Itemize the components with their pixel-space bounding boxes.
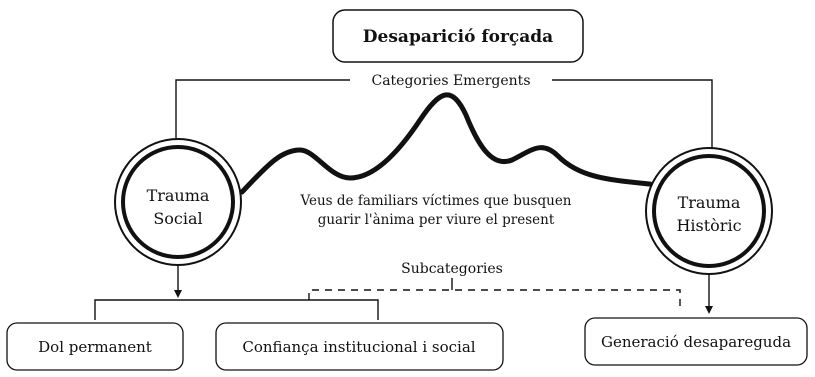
category-trauma-historic-line2: Històric [676, 216, 741, 235]
category-trauma-social-inner-ring [121, 145, 235, 259]
title-box [332, 9, 584, 63]
arrow-right-down [705, 274, 713, 314]
category-trauma-social-line2: Social [153, 209, 202, 228]
subcategory-dol-box [6, 322, 184, 371]
subcategory-generacio-text: Generació desapareguda [601, 333, 791, 351]
subcategories-label: Subcategories [401, 261, 503, 277]
subcategory-dol-text: Dol permanent [38, 338, 152, 356]
category-trauma-historic: Trauma Històric [645, 147, 773, 275]
title-text: Desaparició forçada [363, 27, 553, 47]
categories-bracket [175, 79, 713, 148]
wave-line [239, 92, 653, 195]
categories-label: Categories Emergents [372, 73, 531, 89]
category-trauma-social-line1: Trauma [147, 186, 210, 205]
center-text-line2: guarir l'ànima per viure el present [318, 212, 555, 228]
left-subcategory-bracket [94, 299, 379, 320]
subcategory-generacio-box [584, 317, 808, 366]
category-trauma-historic-inner-ring [652, 154, 766, 268]
center-text-line1: Veus de familiars víctimes que busquen [299, 193, 571, 209]
subcategory-confianca-box [215, 322, 504, 371]
arrow-left-down [174, 265, 182, 298]
subcategory-confianca-text: Confiança institucional i social [242, 338, 475, 356]
category-trauma-social: Trauma Social [114, 138, 242, 266]
category-trauma-historic-line1: Trauma [678, 193, 741, 212]
subcategories-dashed-bracket [308, 289, 681, 312]
